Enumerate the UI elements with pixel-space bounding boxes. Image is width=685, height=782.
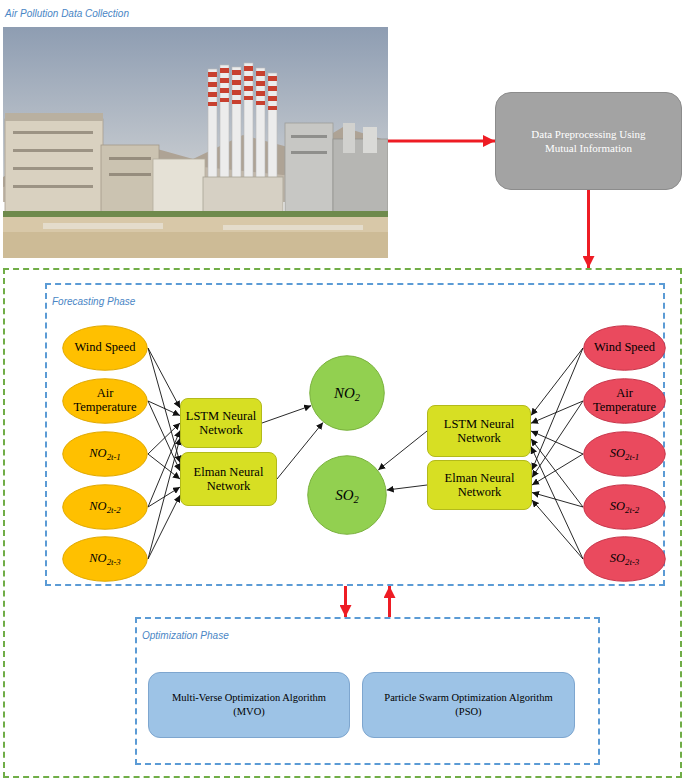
input-label: SO2t-3 [610, 552, 639, 566]
input-connector [531, 447, 583, 559]
input-connector [532, 454, 583, 485]
input-label: SO2t-2 [610, 500, 639, 514]
flow-arrow [344, 586, 347, 617]
network-box: Elman Neural Network [180, 452, 277, 506]
input-label: Wind Speed [594, 341, 655, 355]
phase-frame: Forecasting PhaseWind SpeedAir Temperatu… [45, 283, 665, 586]
subscript: 2t-1 [107, 452, 121, 462]
input-label: Air Temperature [66, 387, 144, 415]
shape-fill [63, 432, 148, 477]
network-label: LSTM Neural Network [431, 417, 527, 446]
process-box: Data Preprocessing Using Mutual Informat… [495, 92, 682, 190]
input-connector [532, 348, 583, 470]
input-connector [532, 500, 583, 559]
shape-fill [310, 356, 385, 431]
shape-fill [584, 537, 666, 582]
phase-frame: Optimization PhaseMulti-Verse Optimizati… [135, 617, 600, 765]
input-connector [148, 401, 180, 471]
input-ellipse: Air Temperature [62, 378, 148, 424]
phase-title: Forecasting Phase [52, 296, 135, 307]
system-frame: Forecasting PhaseWind SpeedAir Temperatu… [3, 268, 682, 778]
network-box: LSTM Neural Network [427, 405, 531, 457]
input-ellipse: NO2t-2 [62, 484, 148, 530]
input-connector [531, 348, 583, 415]
subscript: 2t-3 [625, 557, 639, 567]
input-ellipse: Wind Speed [62, 325, 148, 371]
input-ellipse: SO2t-2 [583, 484, 666, 530]
flow-arrow [388, 586, 391, 617]
algorithm-box: Multi-Verse Optimization Algorithm (MVO) [148, 672, 350, 738]
process-label: Data Preprocessing Using Mutual Informat… [517, 127, 660, 156]
input-connector [531, 431, 583, 454]
input-ellipse: Air Temperature [583, 378, 666, 424]
section-heading: Air Pollution Data Collection [5, 8, 129, 19]
subscript: 2 [355, 392, 360, 403]
algorithm-box: Particle Swarm Optimization Algorithm (P… [362, 672, 575, 738]
input-connector [148, 438, 180, 559]
input-connector [148, 401, 180, 416]
input-ellipse: NO2t-3 [62, 536, 148, 582]
subscript: 2t-2 [107, 505, 121, 515]
output-label: NO2 [334, 385, 360, 402]
photo-panel: Air Pollution Data Collection [3, 3, 388, 258]
input-connector [148, 423, 180, 454]
shape-fill [584, 485, 666, 530]
input-ellipse: NO2t-1 [62, 431, 148, 477]
flow-arrow [388, 140, 495, 143]
ground [3, 211, 388, 258]
subscript: 2t-2 [625, 505, 639, 515]
plant-buildings [5, 63, 388, 223]
input-ellipse: Wind Speed [583, 325, 666, 371]
shape-fill [63, 537, 148, 582]
input-label: Air Temperature [587, 387, 662, 415]
subscript: 2t-3 [107, 557, 121, 567]
input-connector [148, 495, 180, 559]
input-connector [148, 348, 180, 463]
subscript: 2t-1 [625, 452, 639, 462]
output-circle: NO2 [309, 355, 385, 431]
flow-arrow [587, 190, 590, 268]
algorithm-label: Multi-Verse Optimization Algorithm (MVO) [156, 691, 342, 718]
phase-title: Optimization Phase [142, 630, 229, 641]
input-ellipse: SO2t-1 [583, 431, 666, 477]
shape-fill [63, 379, 148, 424]
network-box: Elman Neural Network [427, 460, 532, 510]
input-connector [387, 485, 427, 490]
shape-fill [63, 326, 148, 371]
input-connector [531, 439, 583, 507]
input-label: NO2t-2 [89, 500, 120, 514]
input-label: NO2t-1 [89, 447, 120, 461]
shape-fill [308, 456, 387, 535]
output-label: SO2 [335, 487, 359, 504]
input-label: Wind Speed [75, 341, 136, 355]
network-box: LSTM Neural Network [180, 398, 262, 448]
shape-fill [584, 379, 666, 424]
shape-fill [584, 432, 666, 477]
network-label: Elman Neural Network [431, 471, 528, 500]
subscript: 2 [354, 494, 359, 505]
input-label: NO2t-3 [89, 552, 120, 566]
input-connector [148, 348, 180, 408]
network-label: LSTM Neural Network [184, 409, 258, 438]
output-circle: SO2 [307, 455, 387, 535]
network-label: Elman Neural Network [184, 465, 273, 494]
input-connector [148, 431, 180, 508]
input-connector [262, 406, 311, 423]
input-connector [378, 431, 427, 470]
shape-fill [584, 326, 666, 371]
shape-fill [63, 485, 148, 530]
algorithm-label: Particle Swarm Optimization Algorithm (P… [370, 691, 567, 718]
power-plant-photo [3, 27, 388, 258]
input-label: SO2t-1 [610, 447, 639, 461]
input-ellipse: SO2t-3 [583, 536, 666, 582]
